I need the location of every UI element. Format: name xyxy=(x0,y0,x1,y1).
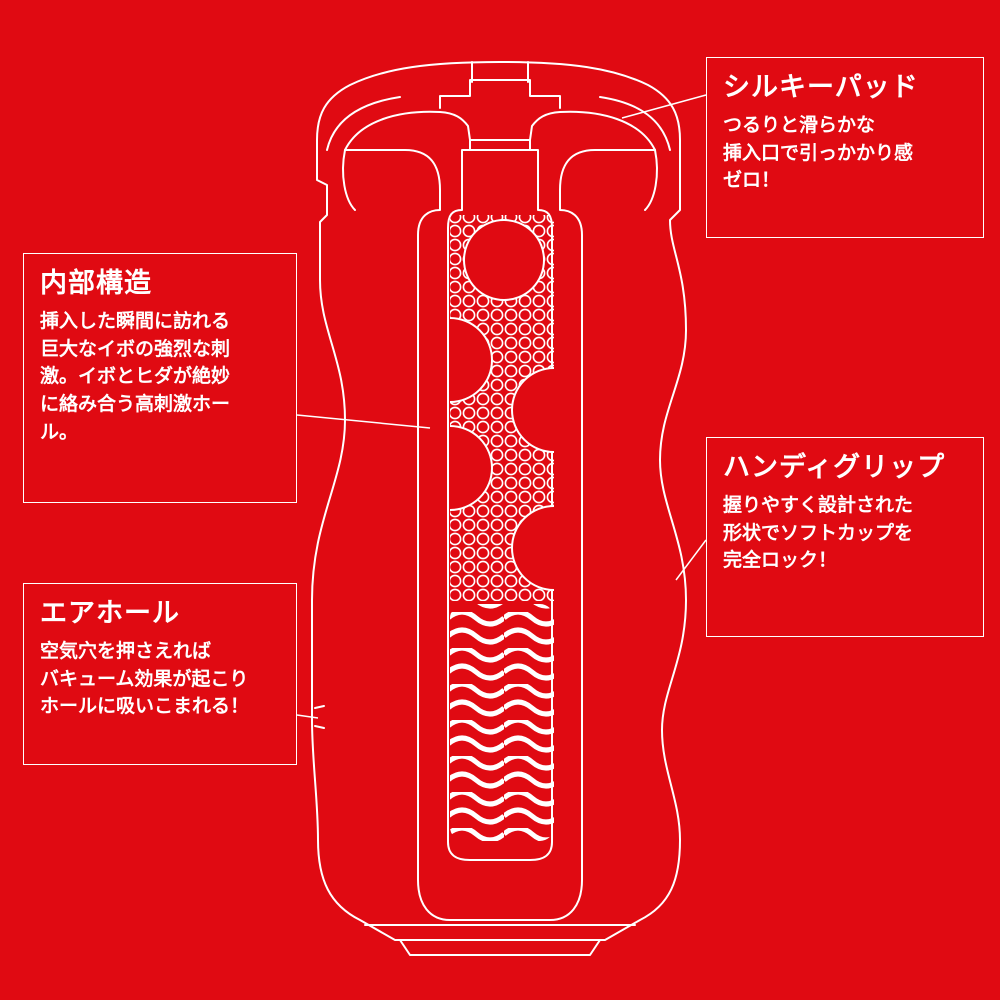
air-hole xyxy=(314,705,325,729)
large-nub xyxy=(450,425,493,511)
outer-cup-outline xyxy=(311,61,687,941)
callout-line: ゼロ！ xyxy=(723,169,781,192)
large-nub xyxy=(450,317,493,403)
leader-line-silky-pad xyxy=(621,94,707,119)
callout-title: エアホール xyxy=(40,598,180,629)
callout-body: 握りやすく設計された 形状でソフトカップを 完全ロック！ xyxy=(723,492,967,575)
large-nub xyxy=(511,367,554,453)
callout-body: 空気穴を押さえれば バキューム効果が起こり ホールに吸いこまれる！ xyxy=(40,638,280,721)
leader-line-inner-structure xyxy=(296,414,431,429)
callout-line: 挿入口で引っかかり感 xyxy=(723,141,914,164)
inner-sleeve-outline xyxy=(344,149,656,921)
callout-body: 挿入した瞬間に訪れる 巨大なイボの強烈な刺 激。イボとヒダが絶妙 に絡み合う高刺… xyxy=(40,308,280,446)
top-cap-outline xyxy=(439,79,561,109)
callout-air-hole: エアホール 空気穴を押さえれば バキューム効果が起こり ホールに吸いこまれる！ xyxy=(23,583,297,765)
callout-line: 挿入した瞬間に訪れる xyxy=(40,310,231,333)
callout-line: つるりと滑らかな xyxy=(723,114,876,137)
callout-title: ハンディグリップ xyxy=(723,452,946,483)
callout-body: つるりと滑らかな 挿入口で引っかかり感 ゼロ！ xyxy=(723,112,967,195)
large-nub xyxy=(511,505,554,591)
callout-line: 完全ロック！ xyxy=(723,549,838,572)
callout-title: 内部構造 xyxy=(40,268,152,299)
callout-silky-pad: シルキーパッド つるりと滑らかな 挿入口で引っかかり感 ゼロ！ xyxy=(706,57,984,238)
callout-line: ホールに吸いこまれる！ xyxy=(40,695,250,718)
callout-line: 形状でソフトカップを xyxy=(723,521,914,544)
callout-line: ル。 xyxy=(40,420,79,443)
callout-line: 激。イボとヒダが絶妙 xyxy=(40,365,231,388)
callout-line: バキューム効果が起こり xyxy=(40,667,249,690)
callout-inner-structure: 内部構造 挿入した瞬間に訪れる 巨大なイボの強烈な刺 激。イボとヒダが絶妙 に絡… xyxy=(23,253,297,503)
callout-line: 巨大なイボの強烈な刺 xyxy=(40,337,231,360)
silky-pad-outline xyxy=(344,110,656,151)
callout-line: 握りやすく設計された xyxy=(723,494,914,517)
callout-handy-grip: ハンディグリップ 握りやすく設計された 形状でソフトカップを 完全ロック！ xyxy=(706,437,984,637)
ridge-section xyxy=(450,604,554,841)
callout-title: シルキーパッド xyxy=(723,72,919,103)
callout-line: 空気穴を押さえれば xyxy=(40,640,212,663)
large-nub xyxy=(463,219,545,301)
leader-line-handy-grip xyxy=(675,539,707,581)
leader-line-air-hole xyxy=(296,714,319,719)
callout-line: に絡み合う高刺激ホー xyxy=(40,393,231,416)
large-nub-section xyxy=(450,215,554,601)
